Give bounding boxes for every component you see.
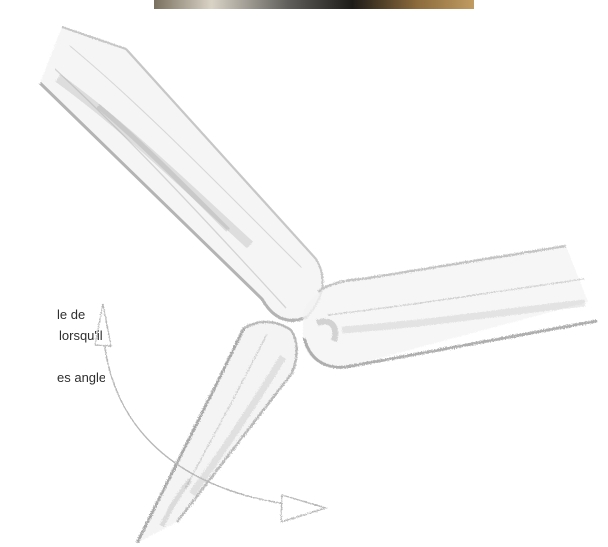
- annotation-text: le de lorsqu'il es angles: [0, 304, 105, 388]
- lower-blade: [137, 322, 297, 543]
- upper-blade: [40, 27, 323, 320]
- annotation-line: es angles: [0, 367, 105, 388]
- annotation-line: [0, 346, 105, 367]
- annotation-line: lorsqu'il: [0, 325, 105, 346]
- annotation-line: le de: [0, 304, 105, 325]
- right-blade: [303, 246, 597, 367]
